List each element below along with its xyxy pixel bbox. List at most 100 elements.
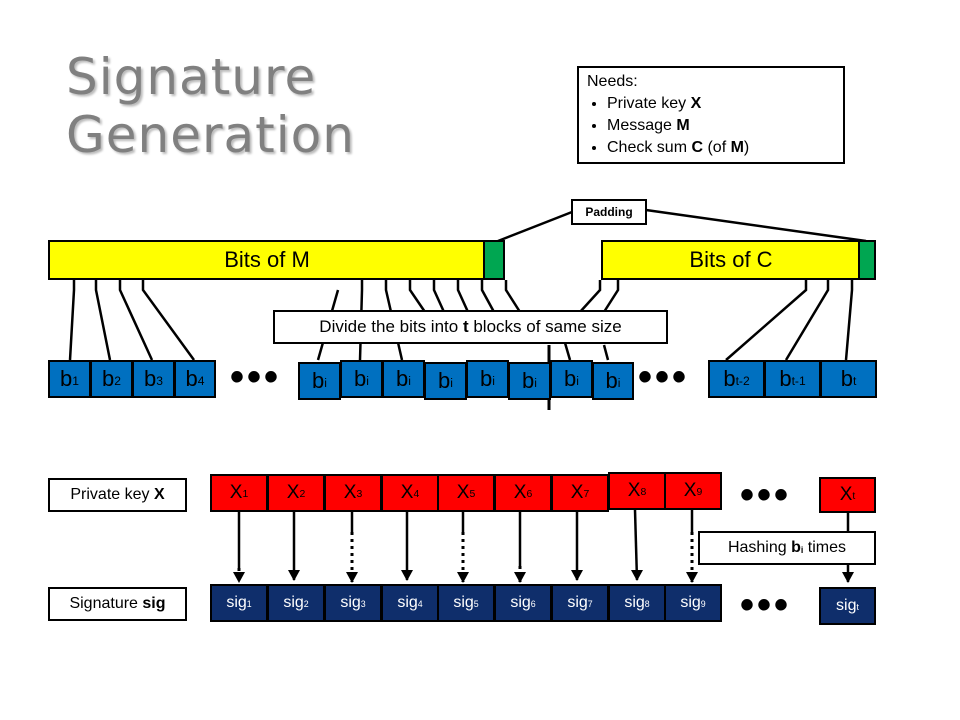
b-block-base: b — [144, 366, 157, 391]
x-block-subscript: 5 — [469, 489, 476, 501]
sig-block-base: sig — [567, 594, 588, 611]
divide-bold: t — [462, 317, 469, 336]
needs-bold: X — [690, 95, 702, 112]
sig-block-base: sig — [680, 594, 701, 611]
b-block-subscript: i — [534, 375, 537, 390]
sig-block-base: sig — [397, 594, 418, 611]
b-block-base: b — [60, 366, 73, 391]
x-block-subscript: 4 — [413, 489, 420, 501]
b-block-subscript: i — [576, 373, 579, 388]
block-connector — [504, 280, 522, 313]
block-connector — [432, 280, 446, 313]
x-block-base: X — [286, 482, 300, 503]
b-block-base: b — [723, 366, 736, 391]
private-key-label: Private key X — [48, 478, 187, 512]
needs-box: Needs: Private key X Message M Check sum… — [577, 66, 845, 164]
hash-arrow-line — [633, 509, 639, 581]
block-connector — [118, 280, 154, 361]
sig-block-subscript: 8 — [644, 599, 650, 610]
sig-block-subscript: 9 — [700, 599, 706, 610]
arrow-head — [631, 570, 643, 581]
b-block-subscript: 1 — [72, 373, 79, 388]
needs-item-checksum: Check sum C (of M) — [607, 137, 835, 159]
title-line-1: Signature — [66, 48, 317, 106]
block-connector — [844, 280, 854, 361]
padding-connector — [645, 208, 867, 243]
x-block-subscript: 2 — [299, 489, 306, 501]
needs-item-private-key: Private key X — [607, 93, 835, 115]
needs-item-message: Message M — [607, 115, 835, 137]
b-block-subscript: t-1 — [791, 373, 806, 388]
block-connector — [602, 344, 610, 361]
divide-label: Divide the bits into t blocks of same si… — [273, 310, 668, 344]
needs-list: Private key X Message M Check sum C (of … — [587, 93, 835, 159]
needs-text: Check sum — [607, 139, 692, 156]
arrow-head — [842, 572, 854, 583]
b-block-subscript: 2 — [114, 373, 121, 388]
b-block-subscript: i — [492, 373, 495, 388]
b-block-base: b — [605, 368, 618, 393]
label-bold-base: b — [791, 539, 801, 556]
x-block-subscript: 7 — [583, 489, 590, 501]
block-connector — [408, 280, 427, 313]
ellipsis: ••• — [230, 355, 282, 399]
block-connector — [141, 280, 196, 361]
padding-connector — [497, 210, 573, 243]
block-connector — [68, 280, 76, 361]
b-block-subscript: 4 — [197, 373, 205, 388]
needs-text: (of — [703, 139, 731, 156]
b-block-base: b — [564, 366, 577, 391]
b-block-base: b — [185, 366, 198, 391]
b-block-base: b — [396, 366, 409, 391]
x-block-base: X — [839, 484, 853, 505]
b-block-subscript: t-2 — [735, 373, 750, 388]
sig-block-base: sig — [226, 594, 247, 611]
b-block-subscript: i — [617, 375, 621, 390]
b-block-subscript: i — [324, 375, 327, 390]
needs-bold: C — [691, 139, 704, 156]
label-bold-sub: i — [800, 545, 804, 556]
arrow-head — [401, 570, 413, 581]
block-connector — [602, 280, 620, 313]
arrow-head — [288, 570, 300, 581]
sig-block-subscript: 4 — [417, 599, 423, 610]
needs-bold: M — [676, 117, 690, 134]
page-title: Signature Generation — [66, 48, 355, 164]
sig-block-subscript: t — [856, 602, 859, 613]
needs-bold: M — [730, 139, 744, 156]
sig-block-base: sig — [453, 594, 474, 611]
signature-label: Signature sig — [48, 587, 187, 621]
title-line-2: Generation — [66, 106, 355, 164]
m-padding-segment — [483, 240, 505, 280]
block-connector — [480, 280, 496, 313]
x-block-subscript: 9 — [696, 487, 703, 499]
label-text: times — [807, 539, 847, 556]
arrow-head — [233, 572, 245, 583]
label-text: Private key — [70, 486, 150, 503]
bits-of-m-bar: Bits of M — [48, 240, 486, 280]
sig-block-subscript: 5 — [473, 599, 479, 610]
x-block-base: X — [513, 482, 527, 503]
